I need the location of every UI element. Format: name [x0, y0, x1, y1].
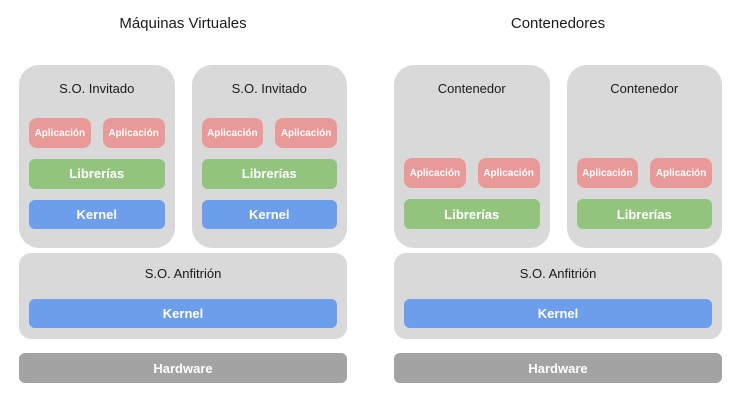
libraries-box: Librerías — [404, 199, 540, 229]
vm-column-title: Máquinas Virtuales — [119, 15, 247, 32]
host-os-box: S.O. Anfitrión Kernel — [394, 253, 722, 339]
guest-os-title: S.O. Invitado — [59, 81, 135, 96]
libraries-box: Librerías — [576, 199, 712, 229]
application-box: Aplicación — [29, 118, 91, 148]
containers-column-title: Contenedores — [510, 15, 606, 32]
apps-row: Aplicación Aplicación — [404, 158, 540, 188]
host-os-box: S.O. Anfitrión Kernel — [19, 253, 347, 339]
application-box: Aplicación — [576, 158, 639, 188]
containers-column: Contenedores Contenedor Aplicación Aplic… — [394, 0, 722, 404]
container-title: Contenedor — [610, 81, 679, 96]
kernel-box: Kernel — [201, 199, 337, 229]
vm-guest-row: S.O. Invitado Aplicación Aplicación Libr… — [19, 65, 347, 248]
vm-column: Máquinas Virtuales S.O. Invitado Aplicac… — [19, 0, 347, 404]
application-box: Aplicación — [477, 158, 540, 188]
container-box-1: Contenedor Aplicación Aplicación Librerí… — [394, 65, 550, 248]
host-kernel-bar: Kernel — [404, 299, 712, 328]
guest-os-box-2: S.O. Invitado Aplicación Aplicación Libr… — [191, 65, 347, 248]
kernel-box: Kernel — [29, 199, 165, 229]
container-row: Contenedor Aplicación Aplicación Librerí… — [394, 65, 722, 248]
application-box: Aplicación — [650, 158, 712, 188]
host-kernel-bar: Kernel — [29, 299, 337, 328]
libraries-box: Librerías — [29, 159, 165, 189]
apps-row: Aplicación Aplicación — [576, 158, 712, 188]
libraries-box: Librerías — [201, 159, 337, 189]
host-os-title: S.O. Anfitrión — [519, 266, 597, 281]
host-os-title: S.O. Anfitrión — [144, 266, 222, 281]
container-title: Contenedor — [437, 81, 506, 96]
hardware-bar: Hardware — [394, 353, 722, 383]
application-box: Aplicación — [102, 118, 165, 148]
hardware-bar: Hardware — [19, 353, 347, 383]
apps-row: Aplicación Aplicación — [29, 118, 165, 148]
guest-os-title: S.O. Invitado — [231, 81, 307, 96]
guest-os-box-1: S.O. Invitado Aplicación Aplicación Libr… — [19, 65, 175, 248]
application-box: Aplicación — [404, 158, 466, 188]
container-box-2: Contenedor Aplicación Aplicación Librerí… — [566, 65, 722, 248]
application-box: Aplicación — [201, 118, 264, 148]
application-box: Aplicación — [275, 118, 337, 148]
apps-row: Aplicación Aplicación — [201, 118, 337, 148]
